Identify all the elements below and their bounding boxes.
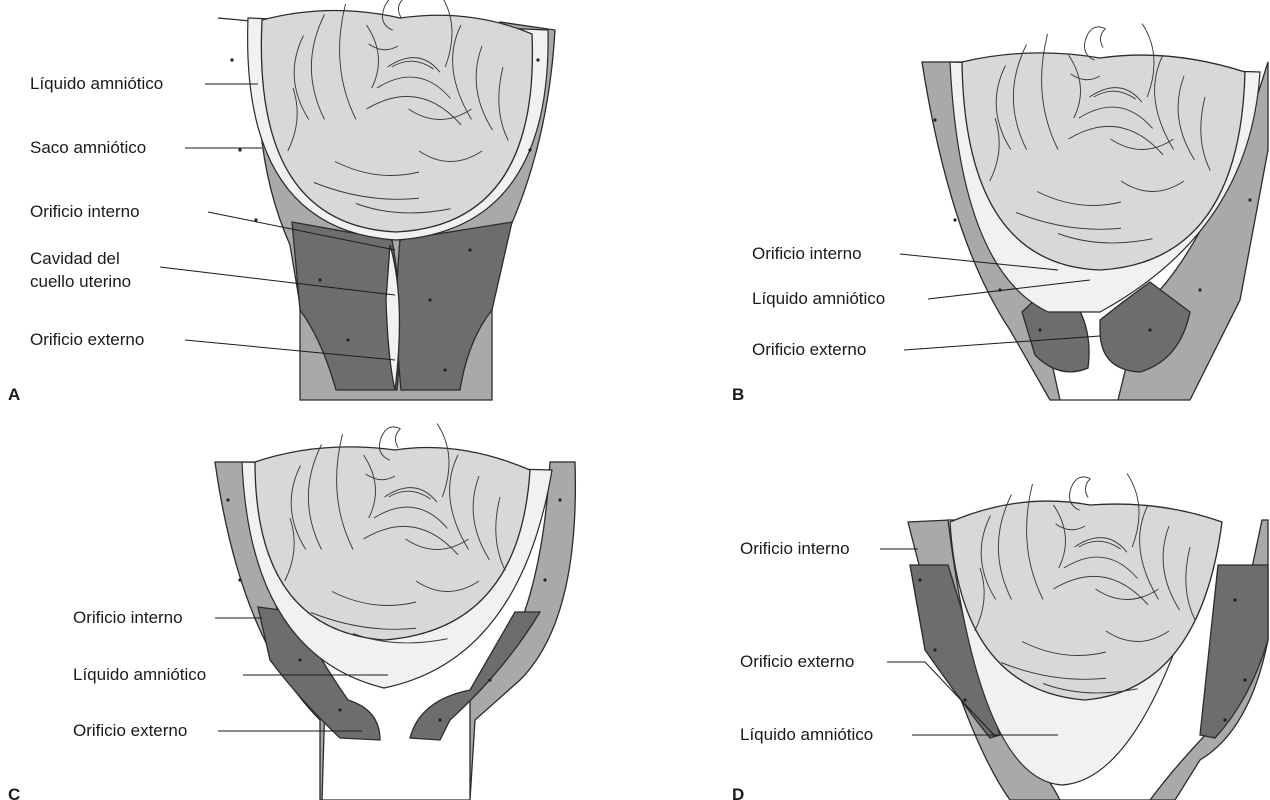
label-b-orificio-externo: Orificio externo [752, 340, 866, 359]
label-a-saco-amniotico: Saco amniótico [30, 138, 146, 157]
panel-d-letter: D [732, 785, 744, 800]
panel-d [908, 474, 1268, 800]
panel-b [922, 24, 1268, 401]
label-c-liquido-amniotico: Líquido amniótico [73, 665, 206, 684]
label-d-orificio-externo: Orificio externo [740, 652, 854, 671]
panel-c [215, 424, 575, 800]
label-d-liquido-amniotico: Líquido amniótico [740, 725, 873, 744]
label-d-orificio-interno: Orificio interno [740, 539, 850, 558]
panel-a [218, 0, 555, 400]
label-b-liquido-amniotico: Líquido amniótico [752, 289, 885, 308]
panel-b-letter: B [732, 385, 744, 404]
label-a-liquido-amniotico: Líquido amniótico [30, 74, 163, 93]
label-c-orificio-interno: Orificio interno [73, 608, 183, 627]
label-a-cavidad-1: Cavidad del [30, 249, 120, 268]
label-a-orificio-externo: Orificio externo [30, 330, 144, 349]
label-c-orificio-externo: Orificio externo [73, 721, 187, 740]
label-a-orificio-interno: Orificio interno [30, 202, 140, 221]
label-a-cavidad-2: cuello uterino [30, 272, 131, 291]
label-b-orificio-interno: Orificio interno [752, 244, 862, 263]
panel-c-letter: C [8, 785, 20, 800]
panel-a-letter: A [8, 385, 20, 404]
